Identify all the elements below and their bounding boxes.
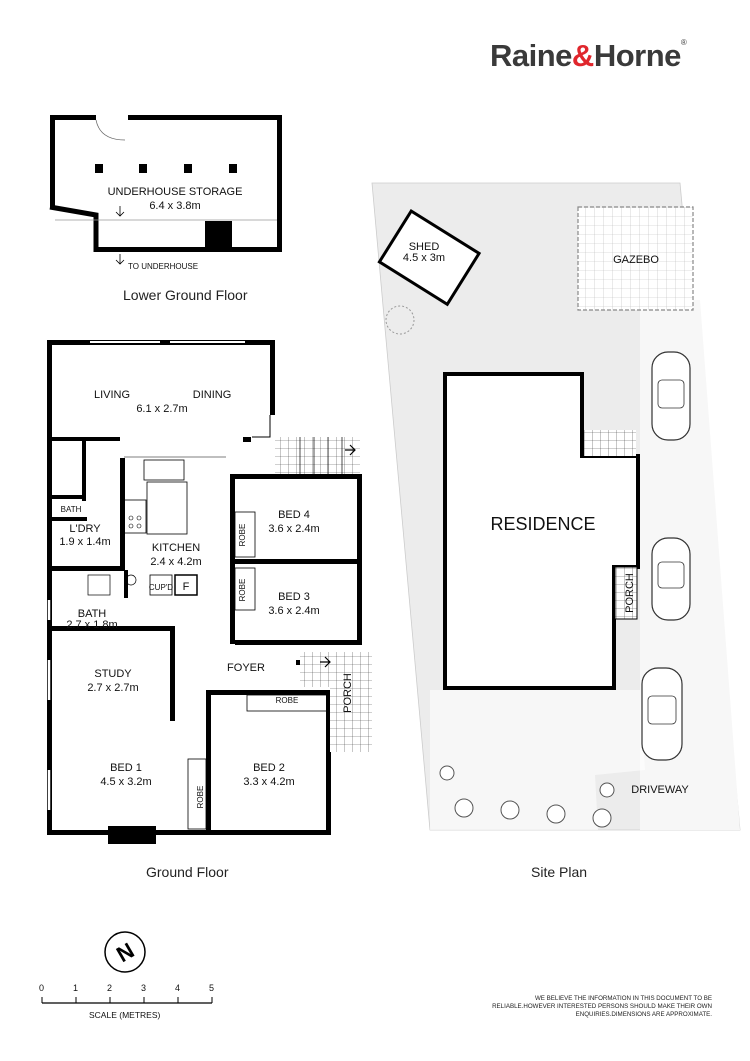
shrub-icon (599, 782, 615, 798)
kitchen-dim: 2.4 x 4.2m (150, 556, 201, 568)
car-icon (651, 351, 691, 441)
bed3-robe-label: ROBE (238, 579, 247, 602)
ground-floor-plan: LIVING DINING 6.1 x 2.7m BATH L'DRY 1.9 … (47, 340, 372, 844)
lower-ground-floor-caption: Lower Ground Floor (123, 287, 248, 303)
laundry-dim: 1.9 x 1.4m (59, 536, 110, 548)
pier (229, 164, 237, 173)
brand-logo: Raine&Horne® (490, 38, 720, 78)
bed4-label: BED 4 (278, 509, 310, 521)
ground-floor-caption: Ground Floor (146, 864, 229, 880)
bed4-robe-label: ROBE (238, 524, 247, 547)
bed2-label: BED 2 (253, 762, 285, 774)
pier (95, 164, 103, 173)
gazebo-label: GAZEBO (613, 254, 659, 266)
scale-tick-4: 4 (175, 983, 181, 993)
driveway-label: DRIVEWAY (631, 784, 689, 796)
shrub-icon (454, 798, 474, 818)
to-underhouse-label: TO UNDERHOUSE (128, 262, 198, 271)
cupboard-label: CUP'D (149, 583, 173, 592)
site-porch-label: PORCH (624, 573, 636, 613)
underhouse-storage-label: UNDERHOUSE STORAGE (108, 186, 243, 198)
bed3-label: BED 3 (278, 591, 310, 603)
residence-label: RESIDENCE (490, 514, 595, 534)
logo-part1: Raine (490, 38, 572, 73)
scale-caption: SCALE (METRES) (89, 1010, 161, 1020)
bed1-dim: 4.5 x 3.2m (100, 776, 151, 788)
small-bath-label: BATH (61, 505, 82, 514)
foyer-label: FOYER (227, 662, 265, 674)
scale-tick-1: 1 (73, 983, 79, 993)
porch-label: PORCH (342, 673, 354, 713)
dining-label: DINING (193, 389, 232, 401)
scale-tick-3: 3 (141, 983, 147, 993)
shed (377, 208, 482, 307)
logo-part2: Horne (593, 38, 682, 73)
underhouse-storage-dim: 6.4 x 3.8m (149, 200, 200, 212)
pier (139, 164, 147, 173)
shrub-icon (546, 804, 566, 824)
site-plan-caption: Site Plan (531, 864, 588, 880)
bed3-dim: 3.6 x 2.4m (268, 605, 319, 617)
fridge-label: F (183, 581, 190, 593)
bed2-robe-label: ROBE (276, 696, 299, 705)
scale-tick-5: 5 (209, 983, 215, 993)
scale-tick-0: 0 (39, 983, 45, 993)
fireplace (108, 826, 156, 844)
bed1-label: BED 1 (110, 762, 142, 774)
kitchen-label: KITCHEN (152, 542, 200, 554)
gazebo (577, 206, 694, 311)
bath-dim: 2.7 x 1.8m (66, 619, 117, 631)
living-label: LIVING (94, 389, 130, 401)
bath-label: BATH (78, 608, 107, 620)
residence-outline (443, 372, 640, 690)
bed2-dim: 3.3 x 4.2m (243, 776, 294, 788)
living-dining-dim: 6.1 x 2.7m (136, 403, 187, 415)
shrub-icon (439, 765, 455, 781)
scale-tick-2: 2 (107, 983, 113, 993)
bed4-dim: 3.6 x 2.4m (268, 523, 319, 535)
lower-ground-floor-plan: UNDERHOUSE STORAGE 6.4 x 3.8m TO UNDERHO… (49, 115, 282, 271)
north-arrow-icon: N (104, 931, 146, 973)
study-label: STUDY (94, 668, 132, 680)
shed-label: SHED (409, 241, 440, 253)
shed-dim: 4.5 x 3m (403, 252, 445, 264)
pier (184, 164, 192, 173)
shrub-icon (500, 800, 520, 820)
scale-bar (41, 997, 213, 1004)
bed1-robe-label: ROBE (196, 786, 205, 809)
logo-ampersand: & (571, 38, 594, 73)
study-dim: 2.7 x 2.7m (87, 682, 138, 694)
disclaimer-text: We believe the information in this docum… (492, 995, 712, 1018)
car-icon (641, 667, 683, 761)
logo-registered: ® (680, 38, 687, 47)
laundry-label: L'DRY (69, 523, 101, 535)
site-plan: GAZEBO SHED 4.5 x 3m RESIDENCE PORCH DRI… (371, 182, 741, 831)
chimney-base (205, 221, 232, 248)
car-icon (651, 537, 691, 621)
shrub-icon (592, 808, 612, 828)
